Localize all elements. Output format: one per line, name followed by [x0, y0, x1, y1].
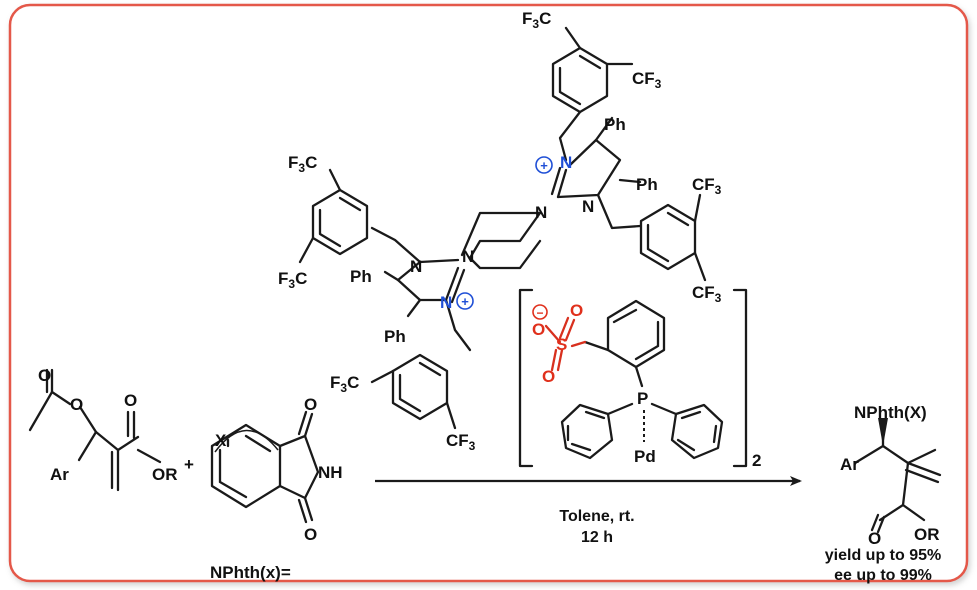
nphth-definition-label: NPhth(x)=	[210, 563, 291, 582]
reagent-plus: +	[184, 455, 194, 474]
product-nitrogen-substituent: NPhth(X)	[854, 403, 927, 422]
palladium-sulfonate-complex: 2 S O O O − P Pd	[518, 288, 761, 470]
ligand-cf3-bottom: CF3	[446, 431, 476, 453]
ligand-f3c-left-bottom: F3C	[278, 269, 307, 291]
upper-iminium-nitrogen: N	[560, 153, 572, 172]
lower-amine-nitrogen: N	[410, 257, 422, 276]
allylic-acetate-substrate: O O O Ar OR	[28, 366, 178, 492]
ligand-cf3-right-top: CF3	[692, 175, 722, 197]
conditions-solvent: Tolene, rt.	[559, 508, 634, 525]
conditions-time: 12 h	[581, 529, 613, 546]
product-carbonyl-oxygen: O	[868, 529, 881, 548]
lower-iminium-nitrogen: N	[440, 293, 452, 312]
ligand-f3c-left-top: F3C	[288, 153, 317, 175]
product-yield: yield up to 95%	[825, 547, 941, 564]
ligand-cf3-top-right: CF3	[632, 69, 662, 91]
imide-nh: NH	[318, 463, 343, 482]
product-aryl-label: Ar	[840, 455, 859, 474]
ligand-f3c-bottom-left: F3C	[330, 373, 359, 395]
lower-cation-charge-icon	[456, 292, 474, 310]
imide-oxygen-top: O	[304, 395, 317, 414]
product-alkoxy-label: OR	[914, 525, 940, 544]
ligand-f3c-top: F3C	[522, 9, 551, 31]
bracket-subscript: 2	[752, 451, 761, 470]
piperazine-nitrogen-left: N	[462, 247, 474, 266]
upper-phenyl-label-2: Ph	[636, 175, 658, 194]
upper-phenyl-label-1: Ph	[604, 115, 626, 134]
sulfonate-oxygen-top: O	[570, 301, 583, 320]
ester-carbonyl-oxygen: O	[124, 391, 137, 410]
upper-cation-plus: +	[540, 158, 548, 173]
acetate-ester-oxygen: O	[70, 395, 83, 414]
product-ee: ee up to 99%	[834, 567, 932, 584]
lower-cation-plus: +	[461, 294, 469, 309]
bis-imidazolinium-ligand: F3C CF3 N + N Ph Ph CF3 CF3 N N N N + Ph	[278, 9, 722, 453]
phosphorus-atom: P	[637, 389, 648, 408]
lower-phenyl-label-1: Ph	[350, 267, 372, 286]
sulfonate-oxygen-bottom: O	[542, 367, 555, 386]
scheme-frame	[8, 3, 969, 583]
ester-alkoxy-label: OR	[152, 465, 178, 484]
ligand-cf3-right-bottom: CF3	[692, 283, 722, 305]
sulfonate-minus: −	[536, 306, 543, 320]
phthalimide-substrate: X O O NH NPhth(x)=	[210, 395, 343, 582]
sulfur-atom: S	[556, 335, 567, 354]
lower-phenyl-label-2: Ph	[384, 327, 406, 346]
sulfonate-oxygen-anionic: O	[532, 320, 545, 339]
sulfonate-charge-icon	[532, 304, 548, 320]
imide-oxygen-bottom: O	[304, 525, 317, 544]
aryl-group-label: Ar	[50, 465, 69, 484]
upper-cation-charge-icon	[535, 156, 553, 174]
acetate-carbonyl-oxygen: O	[38, 366, 51, 385]
upper-amine-nitrogen: N	[582, 197, 594, 216]
piperazine-nitrogen-right: N	[535, 203, 547, 222]
stereo-wedge	[878, 418, 888, 446]
phthalimide-substituent-x: X	[215, 431, 227, 450]
palladium-atom: Pd	[634, 447, 656, 466]
allylic-amination-product: Ar NPhth(X) O OR yield up to 95% ee up t…	[825, 403, 941, 584]
